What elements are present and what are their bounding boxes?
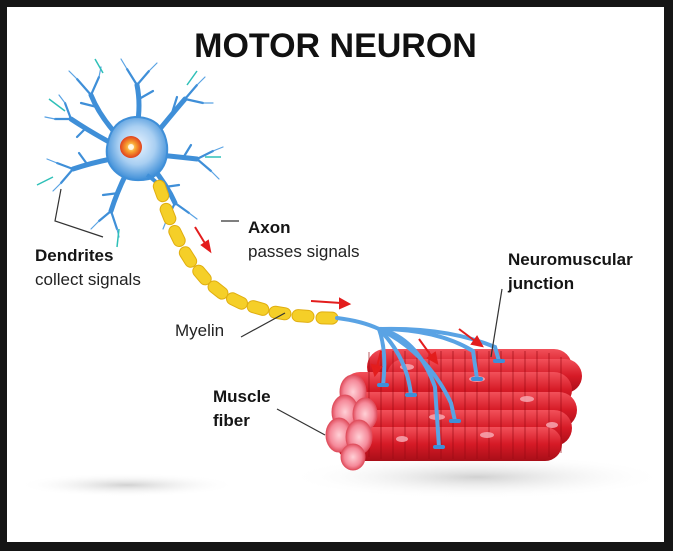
dendrites-description: collect signals bbox=[35, 270, 141, 289]
signal-direction-arrows bbox=[194, 226, 484, 378]
myelin-sheath bbox=[152, 179, 339, 325]
muscle-label-line2: fiber bbox=[213, 411, 250, 430]
ground-shadow-left bbox=[17, 473, 237, 497]
muscle-label-line1: Muscle bbox=[213, 387, 271, 406]
fiber-cross-sections bbox=[325, 374, 378, 471]
ground-shadow-right bbox=[287, 455, 664, 499]
motor-neuron-illustration bbox=[17, 58, 664, 499]
terminal-boutons bbox=[377, 359, 505, 449]
dendrites-label: Dendrites bbox=[35, 246, 114, 265]
signal-arrows-in bbox=[36, 58, 221, 248]
myelin-label: Myelin bbox=[175, 321, 225, 340]
diagram-canvas: MOTOR NEURON Dendrites collect signals A… bbox=[7, 7, 664, 542]
junction-label-line2: junction bbox=[508, 274, 575, 293]
junction-label-line1: Neuromuscular bbox=[508, 250, 633, 269]
axon-terminals bbox=[335, 316, 501, 449]
axon-label: Axon bbox=[248, 218, 291, 237]
axon-description: passes signals bbox=[248, 242, 360, 261]
callout-lines bbox=[54, 188, 503, 436]
diagram-title: MOTOR NEURON bbox=[194, 27, 477, 65]
